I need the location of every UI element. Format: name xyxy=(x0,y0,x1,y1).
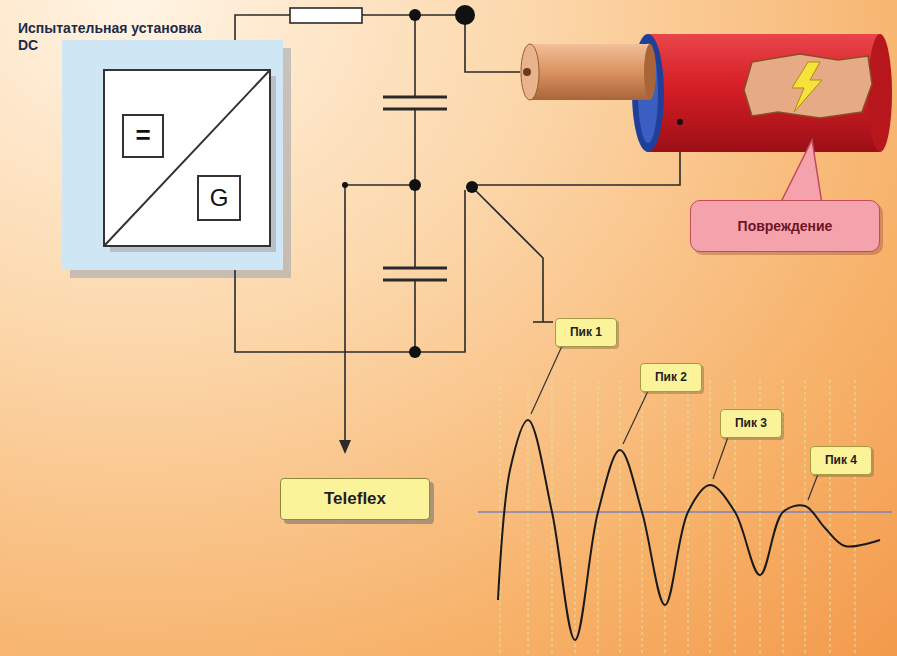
dc-symbol: = xyxy=(122,114,164,158)
node-label: Пик 4 xyxy=(825,453,857,467)
generator-symbol: G xyxy=(197,175,241,221)
junction-dot xyxy=(409,9,421,21)
time-axis xyxy=(478,511,892,513)
grid-line xyxy=(855,380,856,654)
peak-callout: Пик 4 xyxy=(810,446,872,475)
grid-line xyxy=(830,380,831,654)
leader-line xyxy=(808,474,818,500)
wire xyxy=(465,15,520,72)
leader-line xyxy=(713,437,728,479)
damped-wave xyxy=(498,420,880,640)
grid-line xyxy=(500,380,501,654)
node-label: Пик 1 xyxy=(570,325,602,339)
converter-symbol xyxy=(104,70,270,246)
grid-line xyxy=(805,380,806,654)
node-label: Teleflex xyxy=(324,489,386,509)
terminal-dot xyxy=(455,5,475,25)
peak-callout: Пик 3 xyxy=(720,409,782,438)
cable-end xyxy=(868,34,892,152)
cable-insulation xyxy=(530,44,650,100)
junctions xyxy=(342,5,683,358)
node-label: Испытательная установка DC xyxy=(18,20,218,54)
grid-line xyxy=(710,380,711,654)
cable-sheath xyxy=(648,34,880,152)
device-label: Испытательная установка DC = G xyxy=(12,14,288,276)
capacitor-plate xyxy=(383,267,447,270)
callout-pointer xyxy=(780,140,822,204)
leader-line xyxy=(623,391,648,444)
teleflex-box: Teleflex xyxy=(280,478,430,520)
switch-contact xyxy=(466,181,478,193)
grid-line xyxy=(665,380,666,654)
grid-line xyxy=(688,380,689,654)
node-label: G xyxy=(210,184,229,213)
grid-line xyxy=(783,380,784,654)
cable-illustration xyxy=(521,34,892,152)
peak-callout: Пик 1 xyxy=(555,318,617,347)
fault-callout: Повреждение xyxy=(690,200,880,252)
junction-dot xyxy=(342,182,348,188)
damage-area xyxy=(744,54,872,118)
capacitor-plate xyxy=(383,279,447,282)
grid-line xyxy=(620,380,621,654)
wire xyxy=(235,190,465,352)
wire xyxy=(533,321,553,323)
cable-core xyxy=(523,68,531,76)
peak-leaders xyxy=(531,346,818,500)
node-label: Пик 3 xyxy=(735,416,767,430)
capacitor-plate xyxy=(383,96,447,99)
capacitor-plate xyxy=(383,108,447,111)
panel-shadow xyxy=(70,48,291,278)
node-label: = xyxy=(135,120,150,151)
junction-dot xyxy=(677,119,683,125)
node-label: Пик 2 xyxy=(655,370,687,384)
cable-face xyxy=(521,44,539,100)
junction-dot xyxy=(677,119,683,125)
grid-line xyxy=(575,380,576,654)
grid-line xyxy=(528,380,529,654)
peak-callout: Пик 2 xyxy=(640,363,702,392)
wire xyxy=(414,280,416,352)
teleflex-lead xyxy=(344,185,346,440)
resistor-symbol xyxy=(290,8,362,23)
cable-insulation xyxy=(644,44,656,100)
junction-dot xyxy=(409,346,421,358)
device-panel xyxy=(62,40,283,270)
arrowhead xyxy=(339,440,351,454)
wire xyxy=(235,15,290,40)
capacitor-symbol xyxy=(383,97,447,280)
switch-arm xyxy=(472,187,543,322)
leader-line xyxy=(531,346,562,414)
wire xyxy=(345,184,415,186)
circuit-wires xyxy=(235,15,680,440)
junction-dot xyxy=(409,179,421,191)
wire xyxy=(414,15,416,97)
node-label: Повреждение xyxy=(738,218,833,235)
lightning-bolt xyxy=(792,62,822,112)
converter-diagonal xyxy=(104,70,270,246)
